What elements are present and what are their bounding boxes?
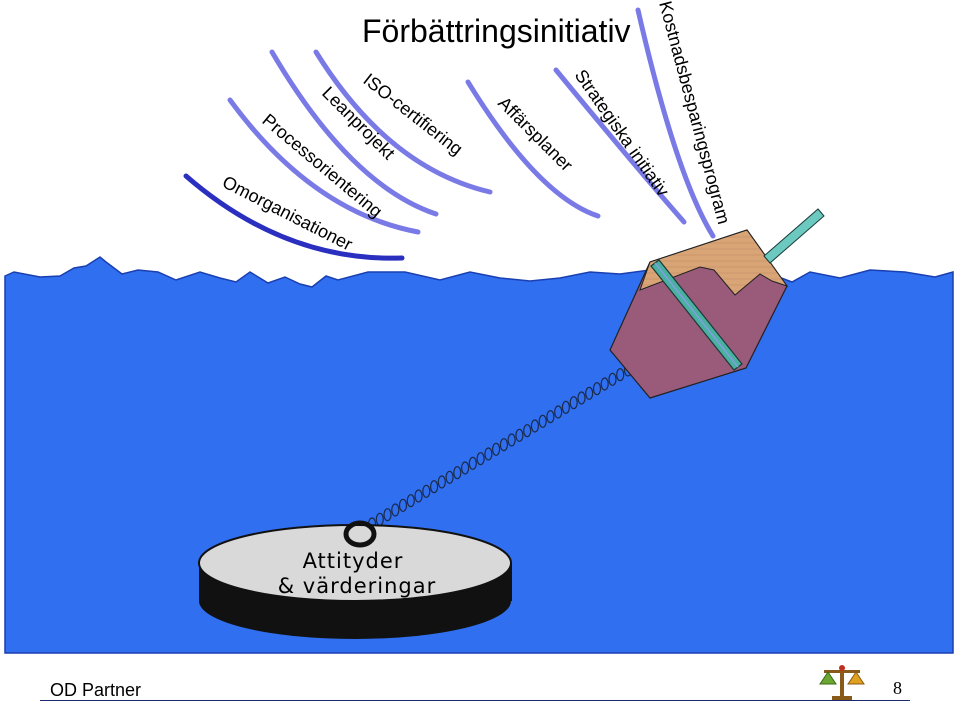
chain-link (600, 377, 609, 391)
chain-link (592, 382, 602, 396)
chain-link (414, 489, 423, 503)
footer-brand: OD Partner (50, 680, 142, 700)
chain-link (430, 480, 439, 494)
chain-link (569, 396, 578, 410)
buoy (609, 208, 825, 399)
anchor-chain (367, 363, 633, 531)
chain-link (608, 372, 617, 386)
chain-link (445, 470, 454, 484)
anchor-block (198, 520, 512, 639)
anchor-label-line2: & värderingar (278, 574, 436, 598)
wave-leanprojekt (269, 49, 439, 217)
anchor-label-line1: Attityder (303, 549, 404, 573)
wave-strokes (183, 7, 716, 261)
footer-divider (40, 700, 910, 701)
wave-kostnad (635, 7, 716, 239)
chain-link (468, 456, 477, 470)
chain-link (585, 386, 594, 400)
chain-link (561, 400, 571, 414)
chain-link (484, 447, 493, 461)
chain-link (530, 419, 540, 433)
chain-link (546, 410, 555, 424)
chain-link (398, 498, 408, 512)
chain-link (476, 452, 485, 466)
anchor-ring (343, 520, 377, 548)
label-affarsplaner: Affärsplaner (494, 93, 577, 176)
chain-link (515, 428, 524, 442)
chain-link (492, 442, 501, 456)
chain-link (507, 433, 516, 447)
chain-link (554, 405, 563, 419)
chain-link (577, 391, 586, 405)
buoy-top (639, 229, 789, 296)
page-number: 8 (893, 678, 902, 698)
chain-link (523, 424, 532, 438)
wave-iso (313, 49, 493, 195)
chain-link (616, 368, 625, 382)
page-title: Förbättringsinitiativ (362, 13, 631, 49)
chain-link (406, 494, 415, 508)
chain-link (538, 414, 547, 428)
chain-link (499, 438, 508, 452)
chain-link (383, 508, 392, 522)
scales-logo-icon (818, 664, 866, 702)
chain-link (461, 461, 470, 475)
wave-strategiska (553, 67, 687, 225)
wave-omorganisationer (183, 173, 405, 261)
chain-link (437, 475, 446, 489)
wave-processorientering (227, 97, 421, 235)
wave-affarsplaner (465, 79, 601, 219)
chain-link (391, 503, 400, 517)
buoy-mast (763, 208, 825, 264)
chain-link (453, 466, 462, 480)
chain-link (422, 484, 431, 498)
